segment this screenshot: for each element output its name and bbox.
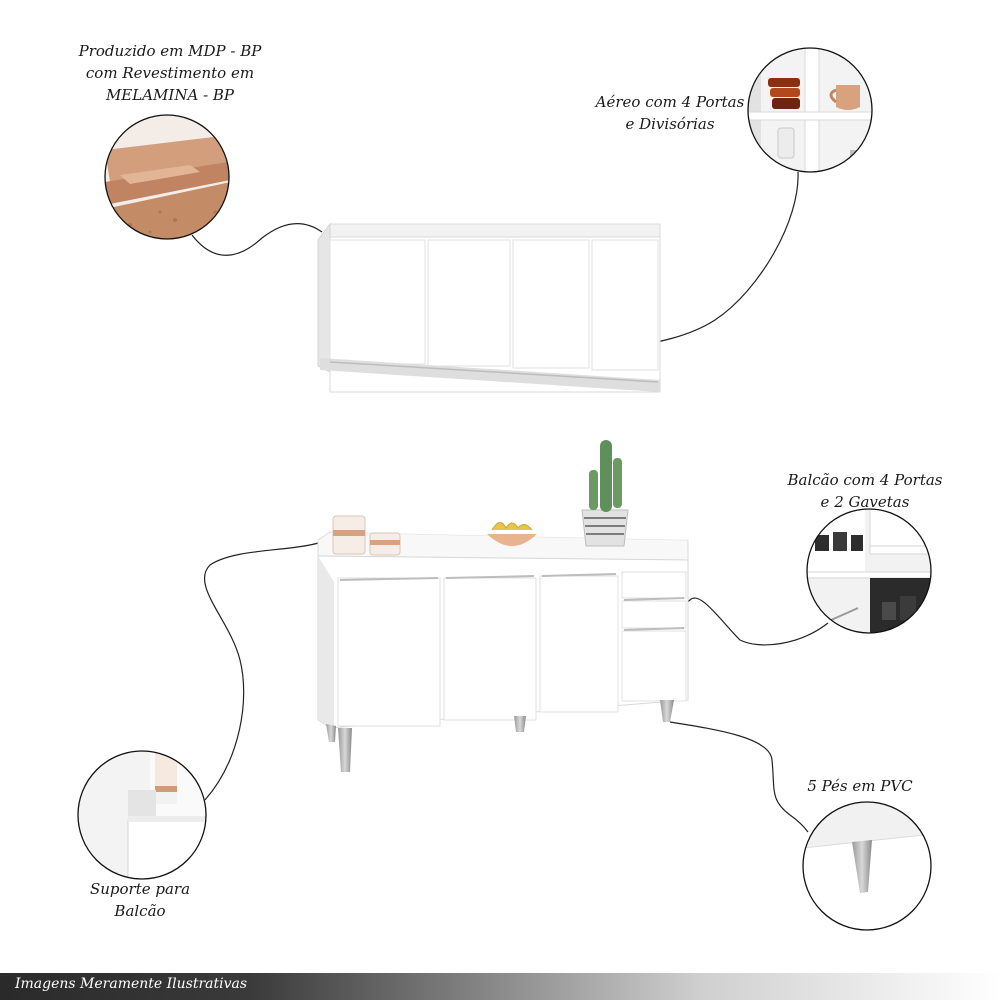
counter-detail-circle: [806, 508, 932, 634]
counter-decor: [332, 440, 629, 556]
support-annotation-line-1: Suporte para: [89, 880, 191, 898]
upper-cabinet-annotation-line-2: e Divisórias: [625, 115, 715, 133]
material-annotation-line-2: com Revestimento em: [85, 64, 255, 82]
material-annotation: Produzido em MDP - BP com Revestimento e…: [40, 40, 300, 106]
foot-detail-circle: [802, 801, 932, 931]
upper-cabinet: [317, 222, 661, 393]
upper-cabinet-annotation-line-1: Aéreo com 4 Portas: [595, 93, 745, 111]
feet-annotation: 5 Pés em PVC: [760, 775, 960, 797]
support-annotation-line-2: Balcão: [114, 902, 166, 920]
upper-cabinet-annotation: Aéreo com 4 Portas e Divisórias: [570, 91, 770, 135]
footer-disclaimer: Imagens Meramente Ilustrativas: [15, 976, 248, 992]
material-annotation-line-1: Produzido em MDP - BP: [78, 42, 262, 60]
counter-cabinet: [317, 522, 689, 772]
support-detail-circle: [77, 750, 207, 880]
counter-annotation-line-2: e 2 Gavetas: [820, 493, 910, 511]
counter-annotation-line-1: Balcão com 4 Portas: [787, 471, 943, 489]
counter-annotation: Balcão com 4 Portas e 2 Gavetas: [765, 469, 965, 513]
footer-bar: Imagens Meramente Ilustrativas: [0, 973, 1000, 1000]
material-detail-circle: [104, 114, 230, 240]
feet-annotation-line-1: 5 Pés em PVC: [807, 777, 913, 795]
support-annotation: Suporte para Balcão: [55, 878, 225, 922]
upper-cabinet-detail-circle: [747, 47, 873, 173]
material-annotation-line-3: MELAMINA - BP: [105, 86, 235, 104]
